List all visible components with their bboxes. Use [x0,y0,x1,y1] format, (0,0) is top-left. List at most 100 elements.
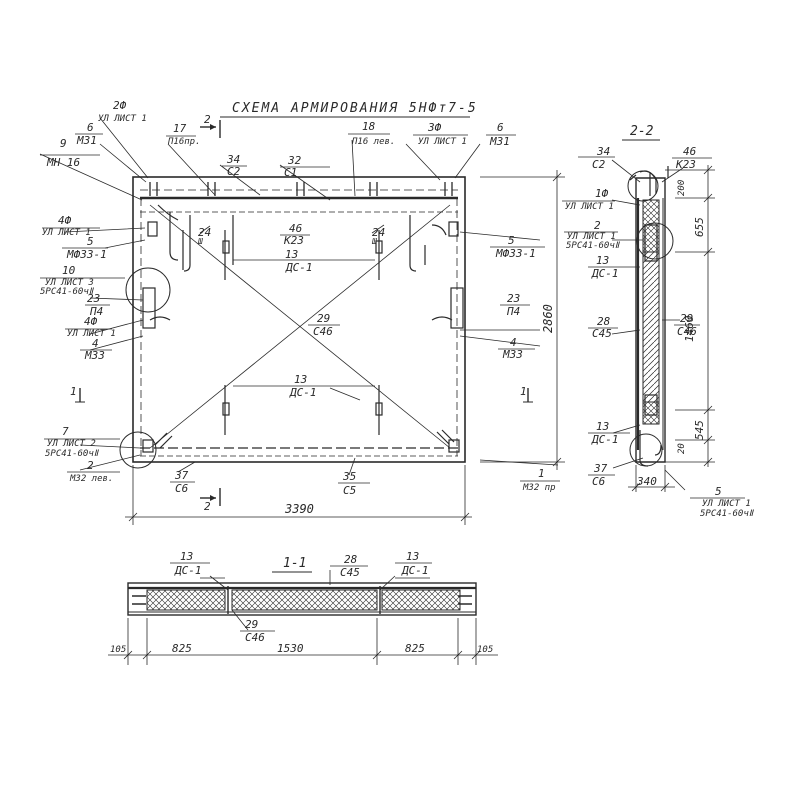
s22-label-29-code: С46 [677,325,697,338]
label-24a-code: Ш [197,237,203,246]
label-18-num: 18 [362,120,376,133]
label-18-code: П16 лев. [351,137,395,147]
label-10-ref: УЛ ЛИСТ 3 [45,278,94,288]
s22-label-2-ref: УЛ ЛИСТ 1 [567,232,616,242]
label-2f-ref: УЛ ЛИСТ 1 [98,114,147,124]
s11-label-28-num: 28 [344,553,358,566]
s11-dim-1530: 1530 [277,642,304,655]
label-5a-code: МФ33-1 [66,248,107,261]
label-3f-num: 3Ф [427,121,442,134]
label-9-code: МН 16 [46,156,80,169]
label-6b-num: 6 [497,121,504,134]
s11-label-29-code: С46 [245,631,265,644]
label-1-num: 1 [538,467,545,480]
drawing-title: СХЕМА АРМИРОВАНИЯ 5НФт7-5 [232,101,478,116]
s11-label-13a-code: ДС-1 [174,564,202,577]
label-7-num: 7 [62,425,69,438]
s22-label-13a-code: ДС-1 [591,267,619,280]
label-13b-num: 13 [294,373,307,386]
label-4b-code: М33 [502,348,523,361]
label-34-code: С2 [227,165,241,178]
label-4b-num: 4 [510,336,517,349]
label-29-code: С46 [313,325,333,338]
s11-label-13a-num: 13 [180,550,193,563]
s22-label-13b-num: 13 [596,420,609,433]
section-1-1: 1-1 13 ДС-1 28 С45 13 ДС-1 29 С46 105 82… [108,550,498,665]
s11-dim-105b: 105 [477,645,493,655]
label-17-code: П16пр. [167,137,201,147]
label-6b-code: М31 [489,135,510,148]
s22-label-46-num: 46 [683,145,697,158]
label-5b-num: 5 [508,234,515,247]
label-4a-code: М33 [84,349,105,362]
s11-label-28-code: С45 [340,566,360,579]
label-13a-num: 13 [285,248,298,261]
label-34-num: 34 [226,153,240,166]
section-mark-1-left: 1 [70,385,77,398]
section-2-2-title: 2-2 [630,124,654,139]
s22-label-5-code: 5РС41-60чⅡ [700,509,755,519]
label-29-num: 29 [317,312,330,325]
label-4a-num: 4 [92,337,99,350]
section-mark-1-right: 1 [520,385,527,398]
label-6a-code: М31 [76,134,97,147]
s11-dim-825b: 825 [405,642,425,655]
s22-label-2-num: 2 [594,219,601,232]
label-17-num: 17 [173,122,187,135]
s22-label-1f-ref: УЛ ЛИСТ 1 [565,202,614,212]
s22-label-2-code: 5РС41-60чⅡ [566,241,621,251]
dim-height: 2860 [541,304,555,333]
s11-label-29-num: 29 [245,618,258,631]
label-2-num: 2 [87,459,94,472]
s11-dim-825a: 825 [172,642,192,655]
label-4fa-ref: УЛ ЛИСТ 1 [42,228,91,238]
s22-label-34-num: 34 [596,145,610,158]
label-37-code: С6 [175,482,189,495]
section-1-1-title: 1-1 [283,556,306,571]
label-3f-ref: УЛ ЛИСТ 1 [418,137,467,147]
section-mark-2-top: 2 [204,113,211,126]
label-46-code: К23 [283,234,304,247]
s22-label-37-num: 37 [593,462,608,475]
label-10-num: 10 [62,264,76,277]
label-13a-code: ДС-1 [285,261,313,274]
s11-label-13b-num: 13 [406,550,419,563]
label-13b-code: ДС-1 [289,386,317,399]
label-32-code: С1 [284,166,297,179]
section-2-2: 2-2 34 С2 46 К23 1Ф УЛ ЛИСТ 1 2 УЛ ЛИСТ … [562,124,755,519]
plan-view: 2Ф УЛ ЛИСТ 1 6 М31 9 МН 16 17 П16пр. 18 … [39,99,565,525]
label-23a-code: П4 [89,305,103,318]
s22-dim-20: 20 [677,443,687,454]
label-23a-num: 23 [87,292,100,305]
label-9-num: 9 [60,137,67,150]
dim-width: 3390 [284,502,314,516]
s22-label-5-num: 5 [715,485,722,498]
s22-label-1f-num: 1Ф [595,187,609,200]
label-10-code: 5РС41-60чⅡ [40,287,95,297]
label-35-code: С5 [343,484,356,497]
label-35-num: 35 [342,470,356,483]
s22-label-29-num: 29 [680,312,693,325]
label-1-code: М32 пр [522,483,556,493]
label-32-num: 32 [287,154,302,167]
s22-dim-200: 200 [677,180,687,196]
label-23b-code: П4 [506,305,520,318]
s22-dim-545: 545 [693,420,706,440]
label-4fb-num: 4Ф [84,315,98,328]
label-24b-num: 24 [372,226,385,239]
label-4fa-num: 4Ф [58,214,72,227]
label-23b-num: 23 [507,292,520,305]
label-46-num: 46 [289,222,303,235]
panel-outline [132,176,466,463]
label-2f-num: 2Ф [113,99,127,112]
label-24a-num: 24 [198,226,211,239]
s22-dim-1460: 1460 [683,315,696,342]
label-5a-num: 5 [87,235,94,248]
s22-label-13a-num: 13 [596,254,609,267]
s22-label-28-code: С45 [592,327,612,340]
s11-label-13b-code: ДС-1 [401,564,429,577]
label-5b-code: МФ33-1 [495,247,536,260]
s11-dim-105a: 105 [110,645,126,655]
s22-label-5-ref: УЛ ЛИСТ 1 [702,499,751,509]
label-37-num: 37 [174,469,189,482]
